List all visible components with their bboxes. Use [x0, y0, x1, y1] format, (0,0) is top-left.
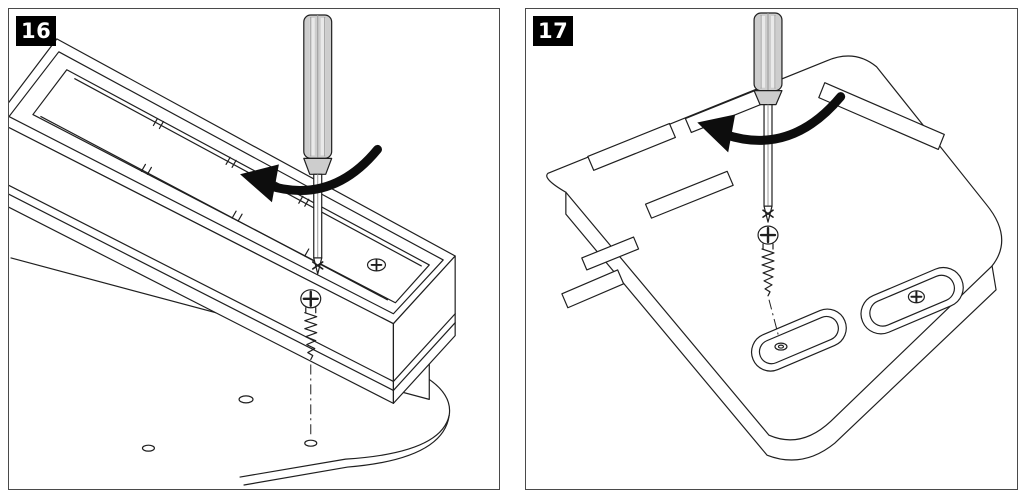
rotation-arrow-icon	[697, 92, 846, 153]
step-16-illustration	[9, 14, 456, 486]
step-number-badge: 16	[16, 16, 57, 46]
step-panel: 17	[525, 8, 1018, 490]
screwdriver-icon	[303, 14, 333, 275]
frame-part	[9, 38, 456, 404]
screw-icon	[757, 225, 779, 297]
preinstalled-screw	[907, 290, 925, 304]
cover-plate-part	[546, 55, 1003, 461]
screwdriver-icon	[753, 12, 783, 223]
step-17-illustration	[546, 12, 1003, 461]
guide-hole	[304, 364, 318, 447]
guide-hole	[768, 299, 788, 351]
screw-icon	[300, 289, 322, 361]
step-panel: 16	[8, 8, 500, 490]
step-number-badge: 17	[533, 16, 574, 46]
rotation-arrow-icon	[240, 144, 382, 203]
